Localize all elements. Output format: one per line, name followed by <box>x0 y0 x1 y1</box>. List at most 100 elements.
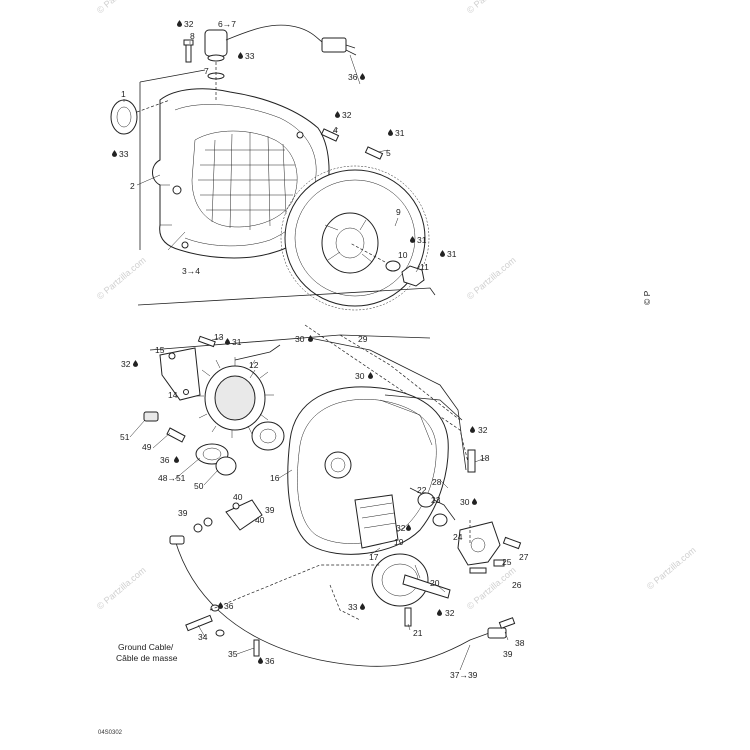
oil-drop-icon <box>472 498 477 505</box>
callout-32: 32 <box>478 425 488 435</box>
sensor-connector <box>321 37 347 53</box>
callout-layer: 32 8 6→7 33 7 36 1 33 32 4 31 5 2 9 31 3… <box>112 19 529 680</box>
callout-38: 38 <box>515 638 525 648</box>
oil-drop-icon <box>238 52 243 59</box>
spring <box>166 427 186 443</box>
callout-31: 31 <box>395 128 405 138</box>
oil-drop-icon <box>360 603 365 610</box>
cable-terminal <box>487 627 507 639</box>
leader-lines <box>123 41 509 671</box>
oil-drop-icon <box>470 426 475 433</box>
callout-12: 12 <box>249 360 259 370</box>
callout-1: 1 <box>121 89 126 99</box>
oil-seal <box>110 99 138 135</box>
callout-28: 28 <box>432 477 442 487</box>
callout-36: 36 <box>224 601 234 611</box>
callout-32: 32 <box>396 523 406 533</box>
gear-bushing <box>417 492 435 508</box>
brush <box>143 411 159 422</box>
callout-36: 36 <box>348 72 358 82</box>
callout-49: 49 <box>142 442 152 452</box>
sensor-body <box>204 29 228 57</box>
callout-32: 32 <box>342 110 352 120</box>
reference-code: 04S0302 <box>98 730 123 736</box>
magneto-cover <box>287 386 463 555</box>
flywheel-nut <box>401 265 425 287</box>
callout-10: 10 <box>398 250 408 260</box>
ground-bolt <box>185 614 213 632</box>
callout-40: 40 <box>255 515 265 525</box>
callout-24: 24 <box>453 532 463 542</box>
callout-23: 23 <box>431 495 441 505</box>
callout-48-51: 48→51 <box>158 473 186 483</box>
callout-21: 21 <box>413 628 423 638</box>
stud <box>467 449 476 473</box>
oil-drop-icon <box>174 456 179 463</box>
ground-cable-label-en: Ground Cable/ <box>118 642 174 652</box>
oil-drop-icon <box>133 360 138 367</box>
callout-20: 20 <box>430 578 440 588</box>
bolt <box>320 128 340 142</box>
rotor-plate <box>371 553 451 607</box>
callout-2: 2 <box>130 181 135 191</box>
callout-35: 35 <box>228 649 238 659</box>
o-ring <box>432 513 448 527</box>
oil-drop-icon <box>440 250 445 257</box>
watermark: © Partzilla.com <box>95 255 148 302</box>
callout-37-39: 37→39 <box>450 670 478 680</box>
callout-34: 34 <box>198 632 208 642</box>
callout-33: 33 <box>348 602 358 612</box>
oil-drop-icon <box>308 335 313 342</box>
callout-19: 19 <box>394 537 404 547</box>
callout-5: 5 <box>386 148 391 158</box>
callout-33: 33 <box>119 149 129 159</box>
oil-drop-icon <box>177 20 182 27</box>
callout-36: 36 <box>160 455 170 465</box>
callout-3-4: 3→4 <box>182 266 200 276</box>
callout-40: 40 <box>233 492 243 502</box>
gasket <box>215 456 237 476</box>
callout-39: 39 <box>503 649 513 659</box>
ground-cable-label-fr: Câble de masse <box>116 653 178 663</box>
upper-assembly <box>110 24 436 311</box>
watermark: © Partzilla.com <box>465 255 518 302</box>
oil-drop-icon <box>112 150 117 157</box>
callout-11: 11 <box>420 262 429 272</box>
callout-39: 39 <box>178 508 188 518</box>
oil-drop-icon <box>258 657 263 664</box>
oil-drop-icon <box>360 73 365 80</box>
pump-assembly <box>457 521 522 574</box>
watermark: © Partzilla.com <box>465 0 518 16</box>
rotor-hub <box>251 421 285 451</box>
screw <box>197 335 216 348</box>
edge-copyright-mark: © P <box>642 290 652 305</box>
oil-drop-icon <box>218 602 223 609</box>
watermark: © Partzilla.com <box>645 545 698 592</box>
callout-36: 36 <box>265 656 275 666</box>
flywheel <box>280 165 430 311</box>
callout-15: 15 <box>155 345 165 355</box>
callout-31: 31 <box>232 337 242 347</box>
callout-39: 39 <box>265 505 275 515</box>
callout-29: 29 <box>358 334 368 344</box>
callout-7: 7 <box>204 66 209 76</box>
oil-drop-icon <box>437 609 442 616</box>
screw <box>253 639 260 657</box>
callout-25: 25 <box>502 557 512 567</box>
callout-31: 31 <box>417 235 427 245</box>
bracket <box>225 499 263 531</box>
callout-51: 51 <box>120 432 130 442</box>
callout-31: 31 <box>447 249 457 259</box>
screw <box>185 43 192 63</box>
oil-drop-icon <box>225 338 230 345</box>
callout-8: 8 <box>190 31 195 41</box>
callout-32: 32 <box>184 19 194 29</box>
oil-drop-icon <box>368 372 373 379</box>
watermark: © Partzilla.com <box>95 565 148 612</box>
callout-26: 26 <box>512 580 522 590</box>
callout-32: 32 <box>121 359 131 369</box>
cover-plate <box>159 347 201 401</box>
callout-30: 30 <box>460 497 470 507</box>
callout-30: 30 <box>355 371 365 381</box>
